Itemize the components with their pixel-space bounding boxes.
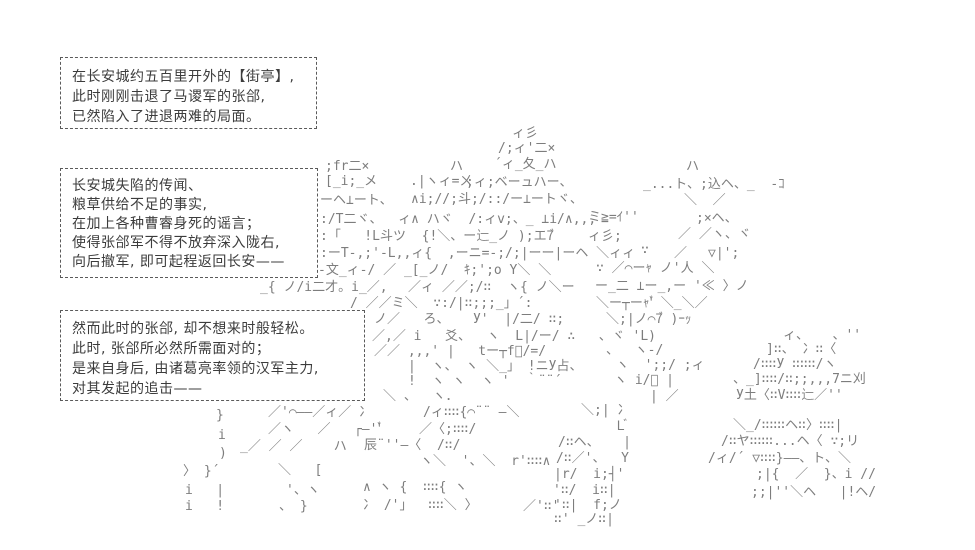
art-segment: ヽ＼ '、＼ r'∷∷∧ bbox=[420, 454, 551, 469]
art-segment: /∷∷У ∷∷∷/ヽ bbox=[753, 357, 837, 372]
art-segment: ＼;|ノ⌒7゙ )ｰｯ bbox=[606, 312, 692, 327]
art-segment: /∷／'、 Y bbox=[556, 451, 629, 466]
art-segment: ＼ [ bbox=[278, 463, 323, 478]
art-segment: _...ト、;込ヘ、_ -ｺ bbox=[643, 177, 785, 192]
art-segment: ∵ bbox=[641, 243, 649, 258]
narration-line: 此时刚刚击退了马谡军的张郃, bbox=[72, 89, 266, 105]
art-segment: ;|{ ／ }、i // bbox=[756, 467, 876, 482]
art-segment: 冫 /'」 ∷∷＼ 〉 bbox=[363, 498, 478, 513]
art-segment: .|ヽィ=ㄨ bbox=[410, 174, 473, 189]
art-segment: ＼ 、 ヽ． bbox=[383, 389, 459, 404]
art-segment: ▽|'; bbox=[708, 246, 740, 261]
art-segment: ミ≧=ｲ'' bbox=[588, 210, 639, 225]
art-segment: ∧i;//;斗;/::/ー⊥ートヾ、 bbox=[411, 192, 583, 207]
narration-line: 在长安城约五百里开外的【街亭】, bbox=[72, 69, 295, 85]
art-segment: ／'∷' bbox=[523, 499, 560, 514]
art-segment: ヽ i/゙ | bbox=[614, 373, 674, 388]
art-segment: ／ヽ ／ ┌―''゙ bbox=[268, 422, 382, 437]
art-segment: /;ィ'二× bbox=[498, 141, 556, 156]
art-segment: ／ ／ヽ、ヾ bbox=[678, 227, 751, 242]
art-segment: _／ ／ ／ ハ bbox=[240, 439, 347, 454]
art-segment: i bbox=[218, 428, 226, 443]
art-segment: ィ彡; bbox=[588, 229, 622, 244]
art-segment: :「 !L斗ツ {!＼、ー辷_ノ );エ7゙ bbox=[320, 229, 554, 244]
narration-line: 已然陷入了进退两难的局面。 bbox=[72, 109, 261, 125]
art-segment: | ／ bbox=[650, 389, 679, 404]
narration-line: 此时, 张郃所必然所需面对的； bbox=[72, 341, 271, 357]
narration-line: 是来自身后, 由诸葛亮率领的汉军主力, bbox=[72, 361, 319, 377]
art-segment: 、 ヽ-/ bbox=[606, 343, 664, 358]
art-segment: ＼ ／ bbox=[684, 193, 726, 208]
narration-box-2: 长安城失陷的传闻、 粮草供给不足的事实, 在加上各种曹睿身死的谣言； 使得张郃军… bbox=[60, 168, 318, 278]
art-segment: ／ bbox=[674, 246, 688, 261]
art-segment: :/T二ヾ、 ィ∧ ハヾ /:ィv;、_ ⊥i/∧,,, bbox=[320, 212, 597, 227]
art-segment: ＼;| 冫 bbox=[581, 403, 631, 418]
art-segment: ´ィ_夂_ハ bbox=[494, 157, 557, 172]
art-segment: /ィ∷∷{⌒¨¨ ―＼ bbox=[423, 405, 520, 420]
art-segment: ;fr二× bbox=[325, 159, 370, 174]
art-segment: ハ bbox=[450, 159, 464, 174]
art-segment: 〉 }´ bbox=[183, 464, 220, 479]
art-segment: ! ヽ ヽ ヽ ' ｀¨¨´ bbox=[408, 374, 562, 389]
art-segment: ;×ヘ、 bbox=[696, 211, 738, 226]
art-segment: ーヘ⊥ート、 bbox=[320, 193, 393, 208]
art-segment: ∧ ヽ { ∷∷{ ヽ bbox=[363, 480, 468, 495]
art-segment: ＼ー┬ーｬ'゙ ＼_＼／ bbox=[596, 296, 708, 311]
art-segment: ) bbox=[219, 446, 227, 461]
art-segment: 辰¨''―〈 /∷/ bbox=[364, 438, 461, 453]
narration-line: 向后撤军, 即可起程返回长安—— bbox=[72, 254, 285, 270]
art-segment: i ! bbox=[185, 499, 225, 514]
art-segment: ノ／ ろ、 У' |/二/ ∷; bbox=[374, 312, 565, 327]
art-segment: ィ彡 bbox=[512, 126, 539, 141]
narration-box-1: 在长安城约五百里开外的【街亭】, 此时刚刚击退了马谡军的张郃, 已然陷入了进退两… bbox=[60, 57, 317, 129]
narration-box-3: 然而此时的张郃, 却不想来时般轻松。 此时, 张郃所必然所需面对的； 是来自身后… bbox=[60, 310, 365, 401]
art-segment: ／ィ ／／;/∷ ヽ{ ノ＼ー bbox=[408, 280, 575, 295]
narration-line: 长安城失陷的传闻、 bbox=[72, 178, 203, 194]
art-segment: ／'⌒――／ィ／ 冫 bbox=[268, 405, 373, 420]
art-segment: '∷| f;ノ bbox=[554, 498, 622, 513]
art-segment: Ｌ゙ bbox=[614, 419, 628, 434]
art-segment: ／／ ,,,' | tー┬f゙/=/ bbox=[374, 344, 547, 359]
art-segment: :ーT-,;'-L,,ィ{ ,ーニ=-;/;|ーー|ーヘ ＼ィィ bbox=[320, 246, 636, 261]
art-segment: /∷ヤ∷∷∷...ヘ〈 ∵;リ bbox=[721, 434, 860, 449]
art-segment: ;ィ;ベーュハー、 bbox=[466, 175, 573, 190]
art-segment: '、ヽ bbox=[286, 483, 320, 498]
art-segment: ∵ ／⌒ーｬ ノ'人 ＼ bbox=[596, 261, 715, 276]
art-segment: | ヽ、 ヽ ＼_」 !ニУ占、 bbox=[408, 359, 583, 374]
art-segment: } bbox=[216, 408, 224, 423]
art-segment: [_i;_メ bbox=[325, 174, 378, 189]
art-segment: ]∷、 冫∷〈 bbox=[766, 342, 837, 357]
narration-line: 然而此时的张郃, 却不想来时般轻松。 bbox=[72, 321, 314, 337]
art-segment: ;;|''＼ヘ |!ヘ/ bbox=[751, 485, 877, 500]
art-segment: ＼_/∷∷∷ヘ∷〉∷∷| bbox=[733, 418, 843, 433]
art-segment: / ／／ミ＼ ∵:/|∷;;;_」´: bbox=[350, 296, 533, 311]
art-segment: 、_]∷∷/∷;;,,,7ニ刈 bbox=[733, 372, 866, 387]
art-segment: /ィ/´ ▽∷∷}――、ト、＼ bbox=[708, 451, 852, 466]
art-segment: ィ、 、'' bbox=[783, 328, 862, 343]
art-segment: ／,／ i 爻、 ヽ L|/ー/ ∴ 、ヾ 'L) bbox=[372, 329, 657, 344]
narration-line: 对其发起的追击—— bbox=[72, 381, 203, 397]
narration-line: 使得张郃军不得不放弃深入陇右, bbox=[72, 235, 280, 251]
art-segment: У土〈∷V∷∷辷／'' bbox=[736, 388, 843, 403]
art-segment: |r/ i;┤' bbox=[554, 467, 625, 482]
art-segment: ー_二 ⊥ー_,ー '≪ 〉ノ bbox=[595, 279, 749, 294]
narration-line: 粮草供给不足的事实, bbox=[72, 197, 208, 213]
art-segment: ハ bbox=[686, 159, 700, 174]
art-segment: 、 } bbox=[279, 499, 308, 514]
art-segment: ∷' _ノ∷| bbox=[554, 512, 614, 527]
art-segment: /∷ヘ、 | bbox=[558, 435, 631, 450]
art-segment: -文_ィ-/ ／ _[_ノ/ ｷ;';o Y＼ ＼ bbox=[318, 263, 552, 278]
art-segment: '∷/ i∷| bbox=[553, 483, 616, 498]
art-segment: ／〈;∷∷/ bbox=[419, 422, 477, 437]
art-segment: ヽ ';;/ ;ィ bbox=[616, 358, 705, 373]
art-segment: i | bbox=[185, 483, 225, 498]
narration-line: 在加上各种曹睿身死的谣言； bbox=[72, 216, 261, 232]
art-segment: _{ ノ/i二才。i_／, bbox=[260, 280, 388, 295]
